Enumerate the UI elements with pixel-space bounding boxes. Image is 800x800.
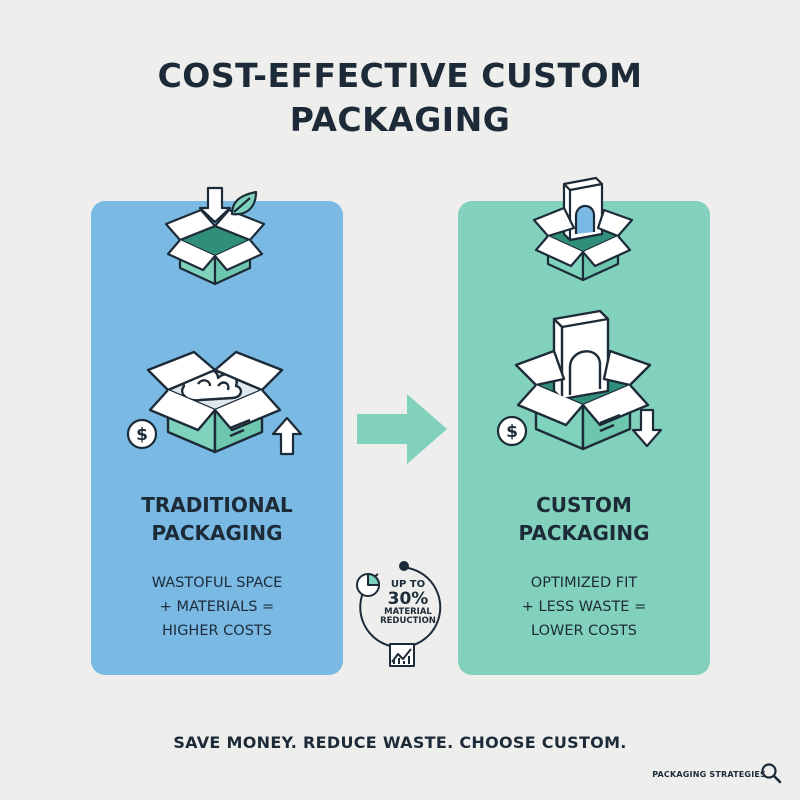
traditional-heading: TRADITIONAL PACKAGING [91, 491, 343, 547]
traditional-text-line-3: HIGHER COSTS [162, 623, 272, 639]
custom-heading-line-1: CUSTOM [536, 493, 632, 517]
brand-label: PACKAGING STRATEGIES [652, 770, 766, 779]
custom-text-line-2: + LESS WASTE = [521, 599, 647, 615]
badge-line-3: MATERIAL [384, 607, 432, 618]
open-box-filler-icon [146, 350, 284, 454]
pie-chart-icon [356, 573, 380, 597]
down-arrow-icon [631, 408, 663, 448]
traditional-description: WASTOFUL SPACE + MATERIALS = HIGHER COST… [91, 571, 343, 643]
custom-description: OPTIMIZED FIT + LESS WASTE = LOWER COSTS [458, 571, 710, 643]
traditional-heading-line-2: PACKAGING [151, 521, 283, 545]
dollar-coin-icon: $ [496, 415, 528, 447]
traditional-heading-line-1: TRADITIONAL [141, 493, 293, 517]
dollar-coin-icon: $ [126, 418, 158, 450]
up-arrow-icon [271, 416, 303, 456]
box-product-fit-icon [514, 309, 652, 451]
custom-text-line-3: LOWER COSTS [531, 623, 637, 639]
custom-heading-line-2: PACKAGING [518, 521, 650, 545]
trend-chart-icon [389, 643, 415, 667]
custom-heading: CUSTOM PACKAGING [458, 491, 710, 547]
badge-percentage: 30% [387, 588, 429, 609]
title-line-1: COST-EFFECTIVE CUSTOM [157, 56, 643, 95]
svg-text:$: $ [506, 422, 518, 442]
material-reduction-badge: UP TO 30% MATERIAL REDUCTION [348, 556, 452, 676]
right-arrow-icon [357, 394, 447, 464]
custom-text-line-1: OPTIMIZED FIT [530, 575, 638, 591]
title-line-2: PACKAGING [289, 100, 511, 139]
traditional-text-line-2: + MATERIALS = [159, 599, 275, 615]
badge-line-1: UP TO [390, 579, 426, 590]
badge-line-4: REDUCTION [380, 616, 436, 627]
badge-text: UP TO 30% MATERIAL REDUCTION [376, 579, 440, 627]
svg-text:$: $ [136, 425, 148, 445]
box-product-icon [532, 176, 634, 282]
box-arrow-leaf-icon [164, 186, 266, 286]
page-title: COST-EFFECTIVE CUSTOM PACKAGING [0, 54, 800, 142]
traditional-text-line-1: WASTOFUL SPACE [151, 575, 283, 591]
magnifier-icon [761, 763, 782, 784]
footer-tagline: SAVE MONEY. REDUCE WASTE. CHOOSE CUSTOM. [173, 733, 627, 752]
